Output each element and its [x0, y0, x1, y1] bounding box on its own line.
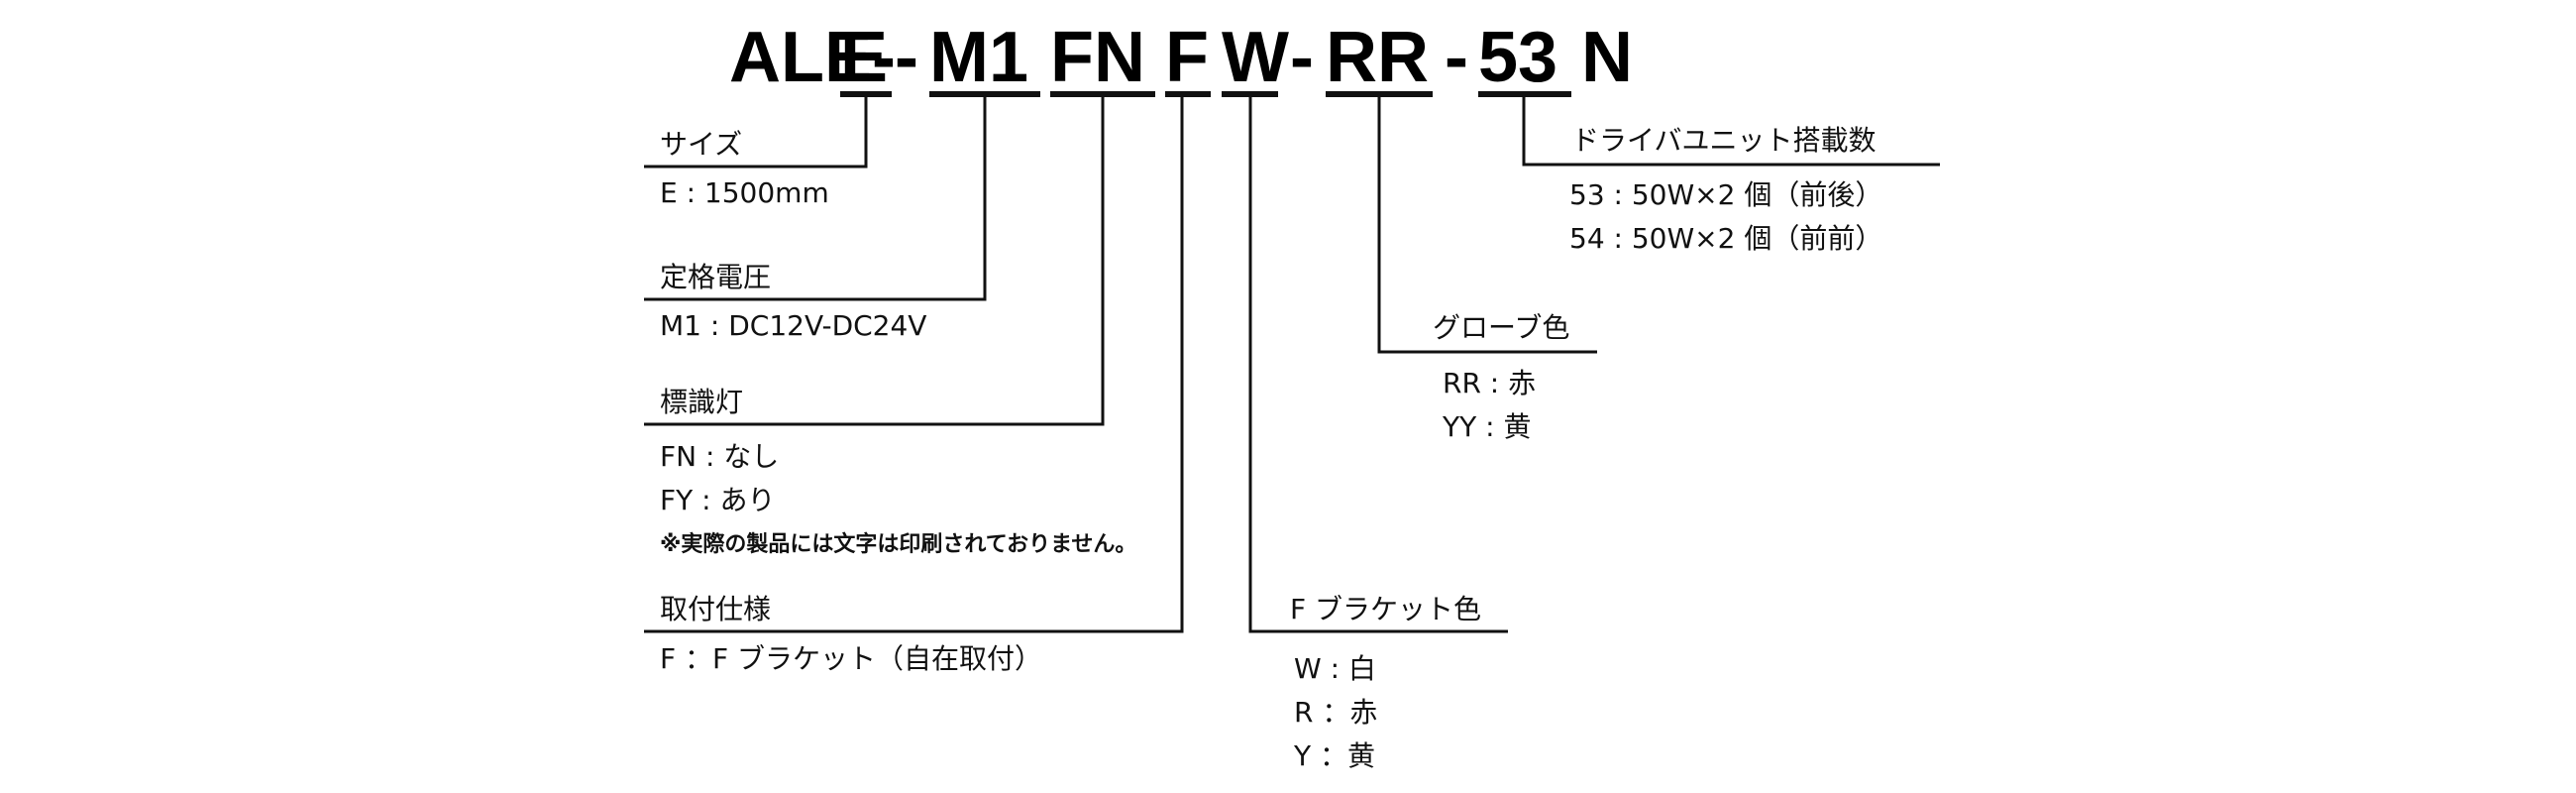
globe-title: グローブ色 — [1433, 311, 1569, 344]
size-title: サイズ — [660, 128, 742, 161]
leader-driver — [1522, 95, 1940, 167]
marker-option: FN : なし — [660, 440, 779, 473]
bracket-option: Y ：黄 — [1293, 739, 1375, 772]
mount-option: F ：F ブラケット（自在取付） — [660, 642, 1042, 675]
model-code-seg-marker: FN — [1050, 18, 1145, 97]
leader-voltage — [644, 95, 987, 301]
driver-option: 53 : 50W×2 個（前後） — [1569, 178, 1882, 211]
voltage-option: M1 : DC12V-DC24V — [660, 309, 926, 342]
model-code-seg-size: E — [840, 18, 888, 97]
size-option: E : 1500mm — [660, 176, 829, 209]
globe-option: RR : 赤 — [1443, 367, 1536, 399]
model-code-sep-2: - — [1290, 18, 1314, 97]
marker-option: FY : あり — [660, 484, 775, 516]
model-code-seg-bracket: W — [1222, 18, 1289, 97]
driver-title: ドライバユニット搭載数 — [1571, 124, 1876, 157]
mount-title: 取付仕様 — [660, 593, 771, 625]
voltage-title: 定格電圧 — [660, 261, 771, 293]
model-code-prefix: ALE- — [729, 18, 896, 97]
model-code-seg-driver: 53 — [1478, 18, 1557, 97]
leader-mount — [644, 95, 1184, 633]
marker-title: 標識灯 — [660, 386, 743, 418]
model-code-seg-globe: RR — [1326, 18, 1429, 97]
model-code-seg-voltage: M1 — [929, 18, 1028, 97]
model-code-seg-mount: F — [1165, 18, 1209, 97]
model-code-sep-1: - — [895, 18, 918, 97]
driver-option: 54 : 50W×2 個（前前） — [1569, 222, 1882, 255]
model-code-sep-3: - — [1445, 18, 1468, 97]
bracket-title: F ブラケット色 — [1290, 593, 1481, 625]
globe-option: YY : 黄 — [1442, 410, 1531, 443]
bracket-option: W : 白 — [1294, 652, 1376, 685]
marker-note: ※実際の製品には文字は印刷されておりません。 — [660, 531, 1136, 557]
bracket-option: R ：赤 — [1294, 696, 1377, 729]
leader-globe — [1377, 95, 1597, 354]
leader-marker — [644, 95, 1105, 426]
leader-bracket — [1248, 95, 1508, 633]
leader-size — [644, 95, 868, 169]
model-code-suffix: N — [1581, 18, 1633, 97]
